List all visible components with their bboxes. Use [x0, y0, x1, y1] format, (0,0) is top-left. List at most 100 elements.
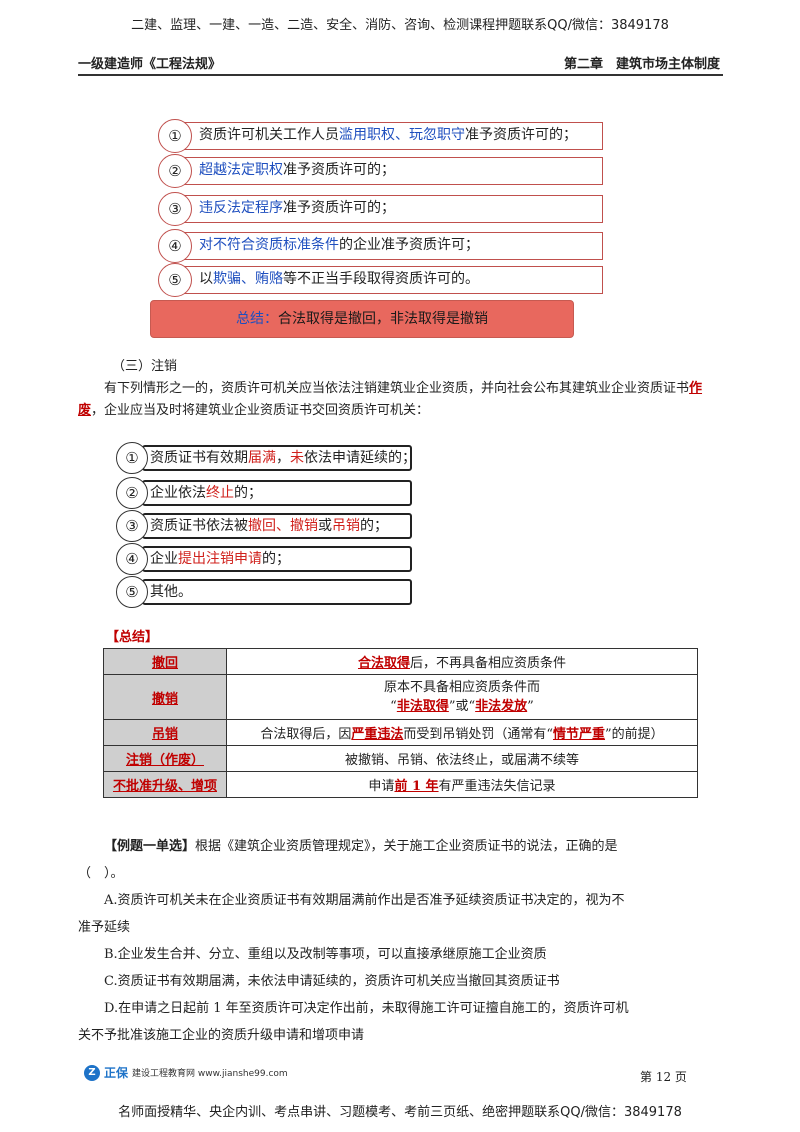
item-text: 或: [318, 518, 332, 534]
top-banner: 二建、监理、一建、一造、二造、安全、消防、咨询、检测课程押题联系QQ/微信：38…: [131, 18, 669, 33]
para-text-b: ，企业应当及时将建筑业企业资质证书交回资质许可机关：: [91, 403, 430, 418]
item-number-circle: ⑤: [158, 263, 192, 297]
list-item: 资质证书依法被撤回、撤销或吊销的；③: [116, 510, 412, 542]
item-box: 资质证书依法被撤回、撤销或吊销的；: [142, 513, 412, 539]
item-text: 违反法定程序: [199, 200, 283, 216]
table-row: 吊销 合法取得后，因严重违法而受到吊销处罚（通常有“情节严重”的前提）: [103, 719, 698, 746]
item-text: 准予资质许可的；: [465, 127, 577, 143]
item-text: 以: [199, 271, 213, 287]
header-book-title: 一级建造师《工程法规》: [78, 57, 222, 72]
item-number-circle: ①: [158, 119, 192, 153]
table-value: 申请前 1 年有严重违法失信记录: [226, 771, 698, 798]
table-value: 合法取得后，不再具备相应资质条件: [226, 648, 698, 675]
item-text: 对不符合资质标准条件: [199, 237, 339, 253]
item-box: 资质许可机关工作人员滥用职权、玩忽职守准予资质许可的；: [180, 122, 603, 150]
question-option: B.企业发生合并、分立、重组以及改制等事项，可以直接承继原施工企业资质: [104, 947, 547, 962]
item-text: 的；: [262, 551, 290, 567]
item-text: 吊销: [332, 518, 360, 534]
summary-bar-label: 总结：: [236, 311, 278, 327]
item-text: 的；: [234, 485, 262, 501]
item-text: 超越法定职权: [199, 162, 283, 178]
list-item: 对不符合资质标准条件的企业准予资质许可；④: [158, 229, 603, 263]
item-text: 届满: [248, 450, 276, 466]
page-number: 第 12 页: [640, 1070, 687, 1084]
question-option-continued: 准予延续: [78, 920, 131, 935]
item-text: 准予资质许可的；: [283, 162, 395, 178]
item-text: 资质证书有效期: [150, 450, 248, 466]
item-box: 超越法定职权准予资质许可的；: [180, 157, 603, 185]
table-key: 注销（作废）: [103, 745, 227, 772]
item-text: 资质证书依法被: [150, 518, 248, 534]
item-text: 企业: [150, 551, 178, 567]
item-box: 资质证书有效期届满，未依法申请延续的；: [142, 445, 416, 471]
item-text: 终止: [206, 485, 234, 501]
logo-text: 正保: [104, 1066, 129, 1080]
para-highlight: 作废: [78, 381, 703, 418]
summary-bar: 总结：合法取得是撤回，非法取得是撤销: [150, 300, 574, 338]
item-number-circle: ④: [116, 543, 148, 575]
question-option-continued: 关不予批准该施工企业的资质升级申请和增项申请: [78, 1028, 365, 1043]
item-number-circle: ②: [158, 154, 192, 188]
header-chapter-title: 第二章 建筑市场主体制度: [563, 57, 720, 72]
item-number-circle: ①: [116, 442, 148, 474]
summary-bar-text: 合法取得是撤回，非法取得是撤销: [278, 311, 488, 327]
item-text: 提出注销申请: [178, 551, 262, 567]
table-key: 不批准升级、增项: [103, 771, 227, 798]
list-item: 资质许可机关工作人员滥用职权、玩忽职守准予资质许可的；①: [158, 119, 603, 153]
item-box: 以欺骗、贿赂等不正当手段取得资质许可的。: [180, 266, 603, 294]
table-row: 撤销 原本不具备相应资质条件而 “非法取得”或“非法发放”: [103, 674, 698, 720]
section-title: （三）注销: [112, 359, 178, 374]
item-box: 其他。: [142, 579, 412, 605]
item-text: 欺骗、贿赂: [213, 271, 283, 287]
footer-logo: Z 正保 建设工程教育网 www.jianshe99.com: [84, 1064, 288, 1081]
item-number-circle: ②: [116, 477, 148, 509]
table-value: 原本不具备相应资质条件而 “非法取得”或“非法发放”: [226, 674, 698, 720]
list-item: 企业依法终止的；②: [116, 477, 412, 509]
item-number-circle: ④: [158, 229, 192, 263]
summary-table: 撤回 合法取得后，不再具备相应资质条件 撤销 原本不具备相应资质条件而 “非法取…: [103, 648, 698, 798]
para-text-a: 有下列情形之一的，资质许可机关应当依法注销建筑业企业资质，并向社会公布其建筑业企…: [104, 381, 690, 396]
table-key: 吊销: [103, 719, 227, 746]
item-text: 准予资质许可的；: [283, 200, 395, 216]
list-item: 其他。⑤: [116, 576, 412, 608]
question-tag: 【例题一单选】: [104, 839, 196, 854]
table-value: 合法取得后，因严重违法而受到吊销处罚（通常有“情节严重”的前提）: [226, 719, 698, 746]
table-row: 注销（作废） 被撤销、吊销、依法终止，或届满不续等: [103, 745, 698, 772]
item-text: 撤回、撤销: [248, 518, 318, 534]
section-paragraph: 有下列情形之一的，资质许可机关应当依法注销建筑业企业资质，并向社会公布其建筑业企…: [78, 378, 723, 422]
list-item: 以欺骗、贿赂等不正当手段取得资质许可的。⑤: [158, 263, 603, 297]
item-text: 依法申请延续的；: [304, 450, 416, 466]
item-text: 的；: [360, 518, 388, 534]
logo-icon: Z: [84, 1064, 100, 1081]
item-text: 企业依法: [150, 485, 206, 501]
example-question: 【例题一单选】根据《建筑企业资质管理规定》，关于施工企业资质证书的说法，正确的是…: [78, 833, 723, 1049]
item-box: 企业提出注销申请的；: [142, 546, 412, 572]
question-option: D.在申请之日起前 1 年至资质许可决定作出前，未取得施工许可证擅自施工的，资质…: [104, 1001, 629, 1016]
item-text: 的企业准予资质许可；: [339, 237, 479, 253]
item-box: 对不符合资质标准条件的企业准予资质许可；: [180, 232, 603, 260]
list-item: 违反法定程序准予资质许可的； ③: [158, 192, 603, 226]
logo-subtitle: 建设工程教育网 www.jianshe99.com: [132, 1069, 288, 1079]
list-item: 资质证书有效期届满，未依法申请延续的；①: [116, 442, 416, 474]
header-rule: [78, 74, 723, 76]
item-box: 企业依法终止的；: [142, 480, 412, 506]
question-option: A.资质许可机关未在企业资质证书有效期届满前作出是否准予延续资质证书决定的，视为…: [104, 893, 625, 908]
table-row: 撤回 合法取得后，不再具备相应资质条件: [103, 648, 698, 675]
question-blank: （ ）。: [78, 866, 124, 881]
table-key: 撤销: [103, 674, 227, 720]
table-value: 被撤销、吊销、依法终止，或届满不续等: [226, 745, 698, 772]
question-stem: 根据《建筑企业资质管理规定》，关于施工企业资质证书的说法，正确的是: [195, 839, 618, 854]
item-number-circle: ⑤: [116, 576, 148, 608]
item-text: 等不正当手段取得资质许可的。: [283, 271, 479, 287]
summary-table-label: 【总结】: [106, 630, 159, 645]
table-key: 撤回: [103, 648, 227, 675]
footer-banner: 名师面授精华、央企内训、考点串讲、习题模考、考前三页纸、绝密押题联系QQ/微信：…: [118, 1105, 682, 1120]
item-text: 其他。: [150, 584, 192, 600]
item-number-circle: ③: [158, 192, 192, 226]
item-text: 未: [290, 450, 304, 466]
question-option: C.资质证书有效期届满，未依法申请延续的，资质许可机关应当撤回其资质证书: [104, 974, 560, 989]
item-text: 资质许可机关工作人员: [199, 127, 339, 143]
item-number-circle: ③: [116, 510, 148, 542]
table-row: 不批准升级、增项 申请前 1 年有严重违法失信记录: [103, 771, 698, 798]
list-item: 企业提出注销申请的；④: [116, 543, 412, 575]
